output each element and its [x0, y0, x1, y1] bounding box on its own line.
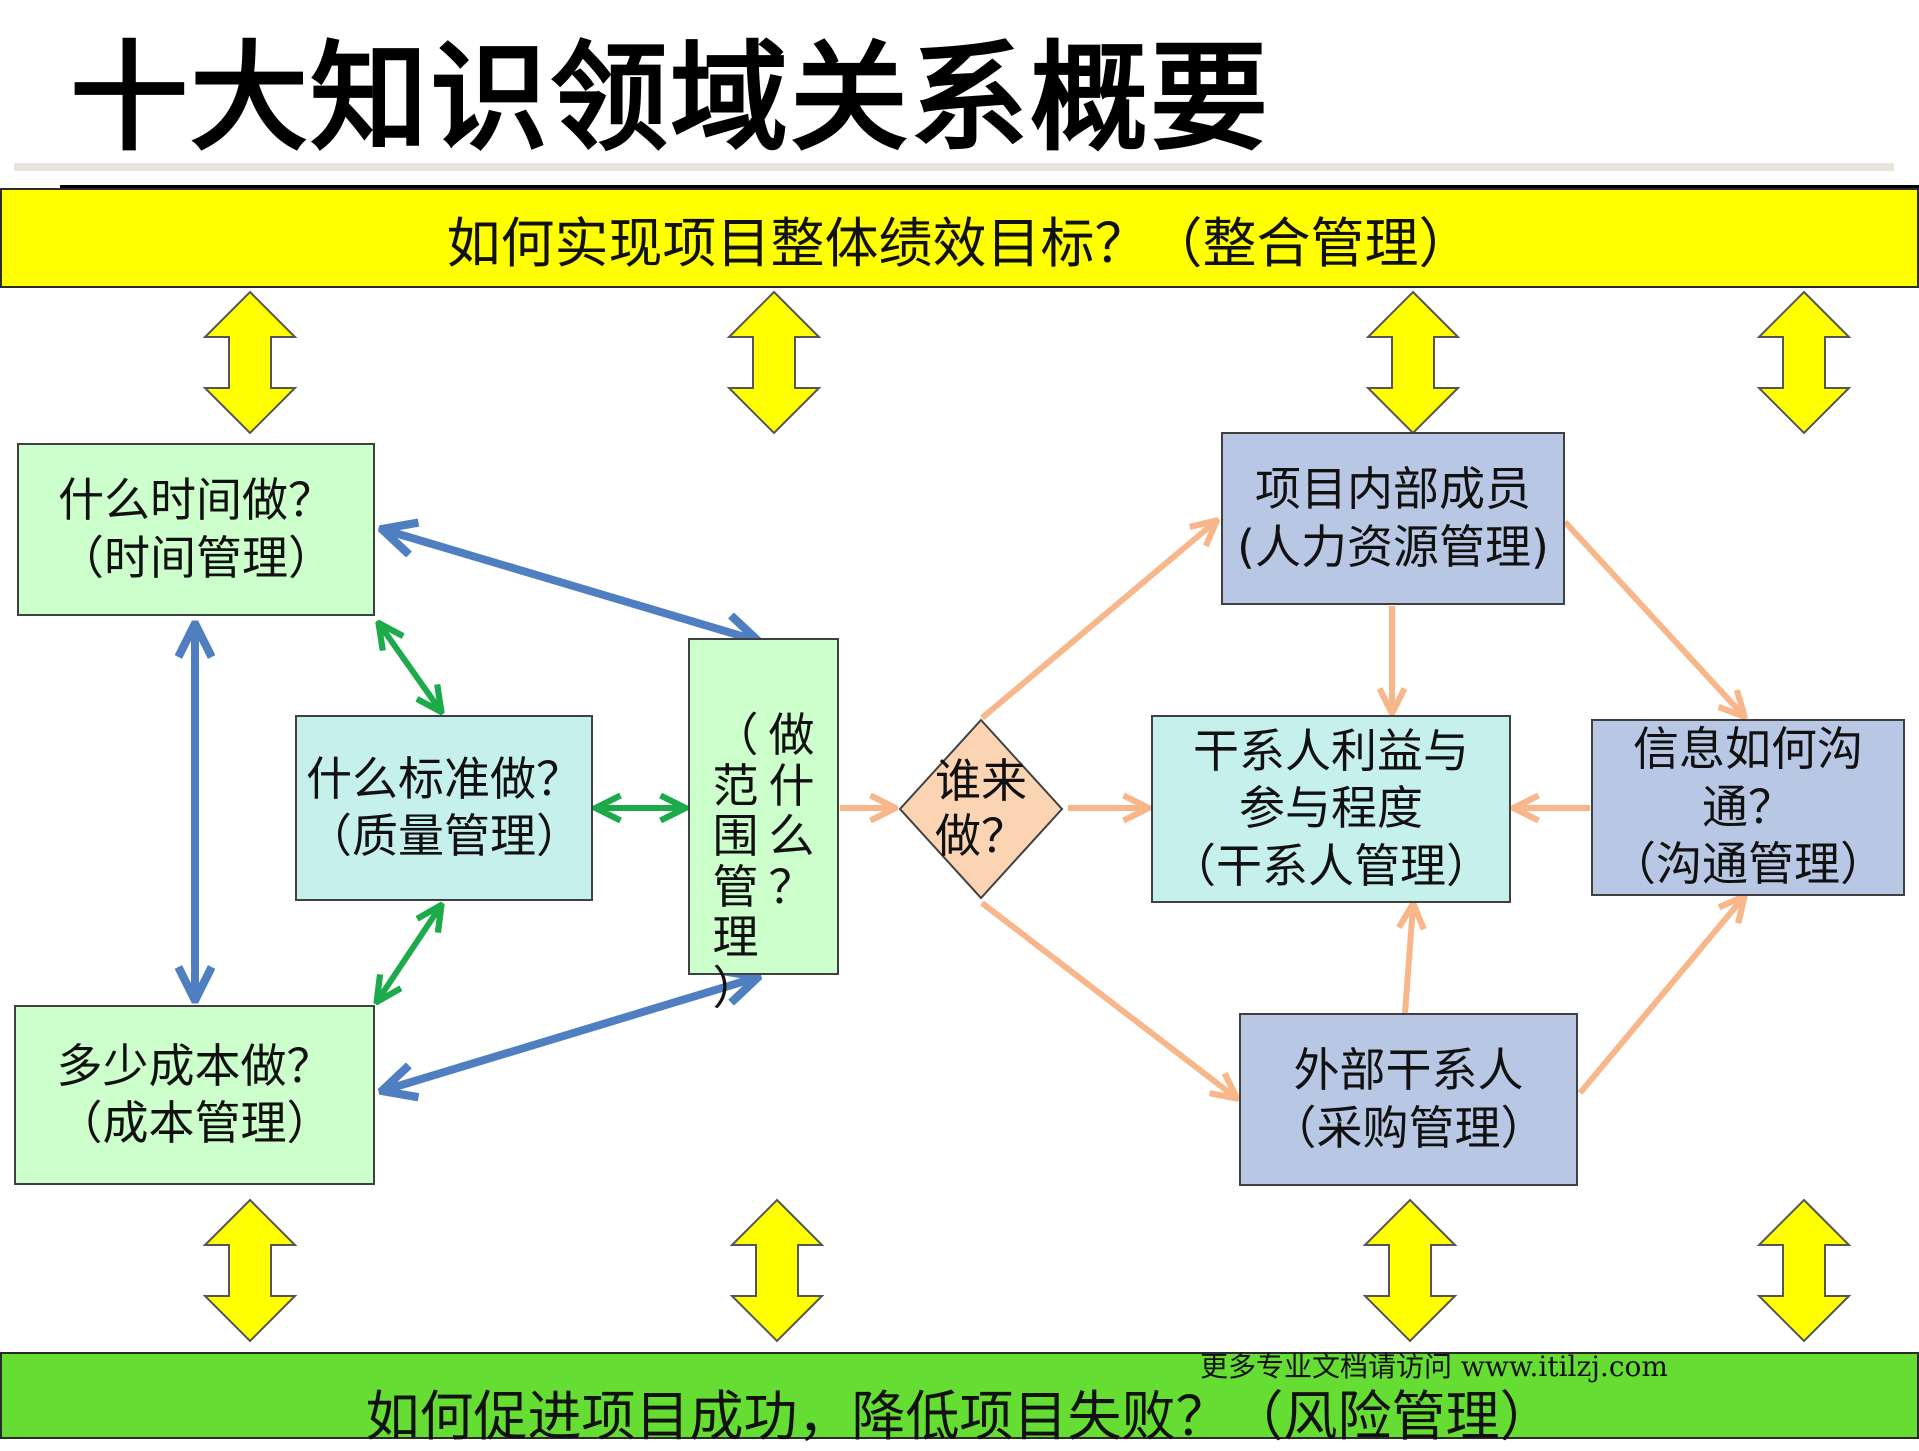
who-diamond-shape — [898, 718, 1064, 900]
yellow-double-arrow — [1365, 290, 1461, 435]
title-underline — [60, 185, 1919, 188]
orange-arrow-procurement-communication — [1577, 898, 1743, 1095]
communication-line1: 信息如何沟 — [1633, 722, 1863, 777]
communication-line2: 通？ — [1702, 779, 1794, 834]
yellow-double-arrow — [202, 1198, 298, 1343]
scope-label-vertical: （范围管理） — [712, 708, 759, 1015]
integration-banner: 如何实现项目整体绩效目标？（整合管理） — [0, 188, 1919, 288]
scope-question-vertical: 做什么？ — [768, 708, 815, 914]
title-divider — [14, 163, 1894, 171]
yellow-double-arrow — [202, 290, 298, 435]
blue-arrow-time-scope — [385, 530, 755, 640]
stakeholder-management-box: 干系人利益与 参与程度 （干系人管理） — [1151, 715, 1511, 903]
quality-management-box: 什么标准做？ （质量管理） — [295, 715, 593, 901]
stakeholder-line1: 干系人利益与 — [1193, 723, 1469, 778]
hr-question: 项目内部成员 — [1255, 462, 1531, 516]
orange-arrow-who-hr — [980, 522, 1215, 721]
cost-management-box: 多少成本做？ （成本管理） — [14, 1005, 375, 1185]
who-line2: 做？ — [935, 809, 1027, 863]
yellow-double-arrow — [729, 1198, 825, 1343]
cost-question: 多少成本做？ — [56, 1038, 333, 1093]
stakeholder-line2: 参与程度 — [1239, 781, 1423, 836]
watermark-text: 更多专业文档请访问 www.itilzj.com — [1200, 1350, 1668, 1383]
yellow-double-arrow — [1756, 1198, 1852, 1343]
green-arrow-time-quality — [380, 625, 440, 710]
integration-banner-text: 如何实现项目整体绩效目标？（整合管理） — [446, 211, 1473, 275]
time-question: 什么时间做？ — [58, 473, 334, 527]
green-arrow-cost-quality — [378, 907, 440, 1000]
orange-arrow-who-procurement — [980, 900, 1235, 1097]
stakeholder-label: （干系人管理） — [1170, 838, 1492, 893]
procurement-question: 外部干系人 — [1293, 1043, 1524, 1097]
yellow-double-arrow — [1756, 290, 1852, 435]
communication-label: （沟通管理） — [1610, 837, 1886, 892]
procurement-management-box: 外部干系人 （采购管理） — [1239, 1013, 1578, 1186]
quality-label: （质量管理） — [306, 809, 582, 863]
procurement-label: （采购管理） — [1270, 1100, 1547, 1155]
blue-arrow-cost-scope — [385, 978, 755, 1090]
yellow-double-arrow — [1362, 1198, 1458, 1343]
cost-label: （成本管理） — [56, 1096, 333, 1150]
hr-label: (人力资源管理) — [1237, 519, 1549, 574]
hr-management-box: 项目内部成员 (人力资源管理) — [1221, 432, 1565, 605]
yellow-double-arrow — [726, 290, 822, 435]
risk-banner-text: 如何促进项目成功，降低项目失败？（风险管理） — [365, 1385, 1554, 1448]
scope-management-box: （范围管理） 做什么？ — [688, 638, 839, 1013]
quality-question: 什么标准做？ — [306, 751, 582, 806]
time-label: （时间管理） — [58, 530, 334, 585]
orange-arrow-hr-communication — [1562, 519, 1743, 715]
communication-management-box: 信息如何沟 通？ （沟通管理） — [1591, 719, 1905, 896]
who-diamond: 谁来 做？ — [900, 720, 1062, 898]
time-management-box: 什么时间做？ （时间管理） — [17, 443, 375, 616]
orange-arrow-procurement-stakeholder — [1405, 906, 1413, 1014]
risk-banner: 如何促进项目成功，降低项目失败？（风险管理） — [0, 1352, 1919, 1448]
who-line1: 谁来 — [935, 753, 1027, 808]
page-title: 十大知识领域关系概要 — [70, 29, 1271, 167]
